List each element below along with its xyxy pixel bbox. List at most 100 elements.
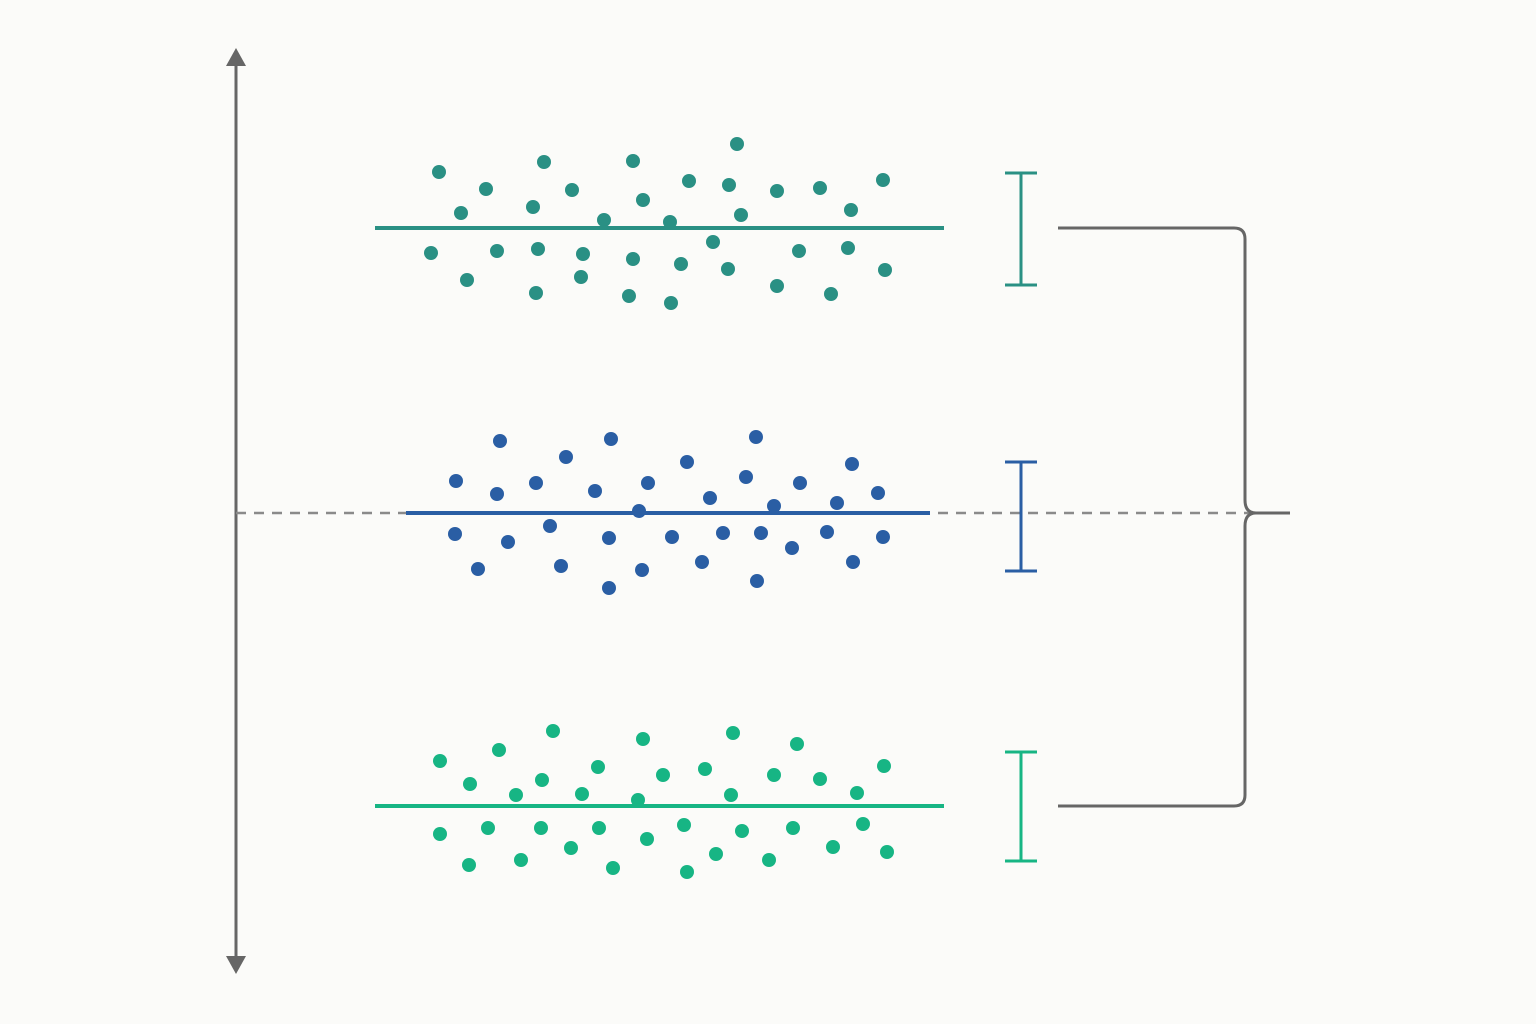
group-top-point-6 (682, 174, 696, 188)
group-middle-point-15 (871, 486, 885, 500)
group-top-point-26 (792, 244, 806, 258)
group-bottom-point-8 (535, 773, 549, 787)
group-middle-point-2 (749, 430, 763, 444)
group-bottom-point-6 (463, 777, 477, 791)
group-bottom-point-32 (514, 853, 528, 867)
group-bottom-point-27 (786, 821, 800, 835)
group-middle-point-32 (695, 555, 709, 569)
group-bottom-points (433, 724, 894, 879)
group-middle-point-18 (448, 527, 462, 541)
group-bottom-point-13 (698, 762, 712, 776)
group-bottom-point-15 (767, 768, 781, 782)
group-bottom-point-18 (877, 759, 891, 773)
group-middle-point-20 (543, 519, 557, 533)
group-middle-point-7 (490, 487, 504, 501)
group-bottom-point-30 (880, 845, 894, 859)
group-middle-point-23 (716, 526, 730, 540)
group-top-point-35 (824, 287, 838, 301)
group-top-point-11 (454, 206, 468, 220)
group-middle-point-30 (602, 581, 616, 595)
group-bottom-point-16 (813, 772, 827, 786)
group-top-point-21 (576, 247, 590, 261)
group-middle-point-28 (471, 562, 485, 576)
group-middle-point-6 (449, 474, 463, 488)
group-top-point-29 (460, 273, 474, 287)
group-top-point-13 (636, 193, 650, 207)
group-bottom-point-9 (575, 787, 589, 801)
group-top-point-4 (479, 182, 493, 196)
group-top-point-31 (574, 270, 588, 284)
group-top-point-0 (432, 165, 446, 179)
group-top-point-3 (730, 137, 744, 151)
group-bottom-point-26 (735, 824, 749, 838)
group-middle-point-21 (602, 531, 616, 545)
group-middle-point-8 (529, 476, 543, 490)
group-top-point-16 (734, 208, 748, 222)
group-bottom-point-34 (680, 865, 694, 879)
group-bottom-point-20 (481, 821, 495, 835)
group-top-point-30 (529, 286, 543, 300)
group-middle-point-0 (493, 434, 507, 448)
group-middle-point-24 (754, 526, 768, 540)
group-top-point-18 (424, 246, 438, 260)
group-middle-point-4 (680, 455, 694, 469)
group-middle-point-12 (739, 470, 753, 484)
grouping-bracket (1058, 226, 1290, 808)
group-top-point-19 (490, 244, 504, 258)
group-top-point-25 (721, 262, 735, 276)
group-bottom-point-28 (826, 840, 840, 854)
group-bottom-point-14 (724, 788, 738, 802)
group-bottom-point-3 (433, 754, 447, 768)
group-middle-point-27 (876, 530, 890, 544)
group-top-point-22 (626, 252, 640, 266)
group-middle-point-25 (785, 541, 799, 555)
group-top-point-8 (770, 184, 784, 198)
group-bottom-point-7 (509, 788, 523, 802)
group-bottom-error-bar (1005, 750, 1037, 863)
group-top-point-2 (626, 154, 640, 168)
group-middle-point-31 (635, 563, 649, 577)
group-middle-point-19 (501, 535, 515, 549)
group-top-point-17 (844, 203, 858, 217)
group-middle-point-3 (559, 450, 573, 464)
group-top-point-10 (876, 173, 890, 187)
group-middle-point-14 (830, 496, 844, 510)
group-bottom-point-10 (591, 760, 605, 774)
group-top-point-33 (664, 296, 678, 310)
group-top-point-7 (722, 178, 736, 192)
group-bottom-point-1 (636, 732, 650, 746)
group-middle-point-5 (845, 457, 859, 471)
group-middle-point-34 (846, 555, 860, 569)
group-middle-point-22 (665, 530, 679, 544)
group-top-points (424, 137, 892, 310)
axis-arrow-up-icon (226, 48, 246, 66)
group-middle-point-16 (767, 499, 781, 513)
vertical-axis (226, 48, 246, 974)
group-bottom-point-31 (462, 858, 476, 872)
group-bottom-point-4 (492, 743, 506, 757)
group-bottom-point-24 (640, 832, 654, 846)
group-middle-point-10 (641, 476, 655, 490)
group-bottom-point-5 (790, 737, 804, 751)
group-middle-point-9 (588, 484, 602, 498)
group-top-point-12 (526, 200, 540, 214)
group-bottom-point-36 (762, 853, 776, 867)
group-bottom-point-29 (856, 817, 870, 831)
group-middle-point-29 (554, 559, 568, 573)
group-middle-point-33 (750, 574, 764, 588)
axis-arrow-down-icon (226, 956, 246, 974)
group-top-point-24 (706, 235, 720, 249)
group-top-point-32 (622, 289, 636, 303)
group-middle-point-26 (820, 525, 834, 539)
group-middle-point-11 (703, 491, 717, 505)
group-bottom-point-12 (656, 768, 670, 782)
group-top-point-1 (537, 155, 551, 169)
group-bottom-point-0 (546, 724, 560, 738)
group-middle-point-1 (604, 432, 618, 446)
group-middle-error-bar (1005, 460, 1037, 573)
group-top-point-14 (597, 213, 611, 227)
group-top-error-bar (1005, 171, 1037, 287)
group-bottom-point-2 (726, 726, 740, 740)
